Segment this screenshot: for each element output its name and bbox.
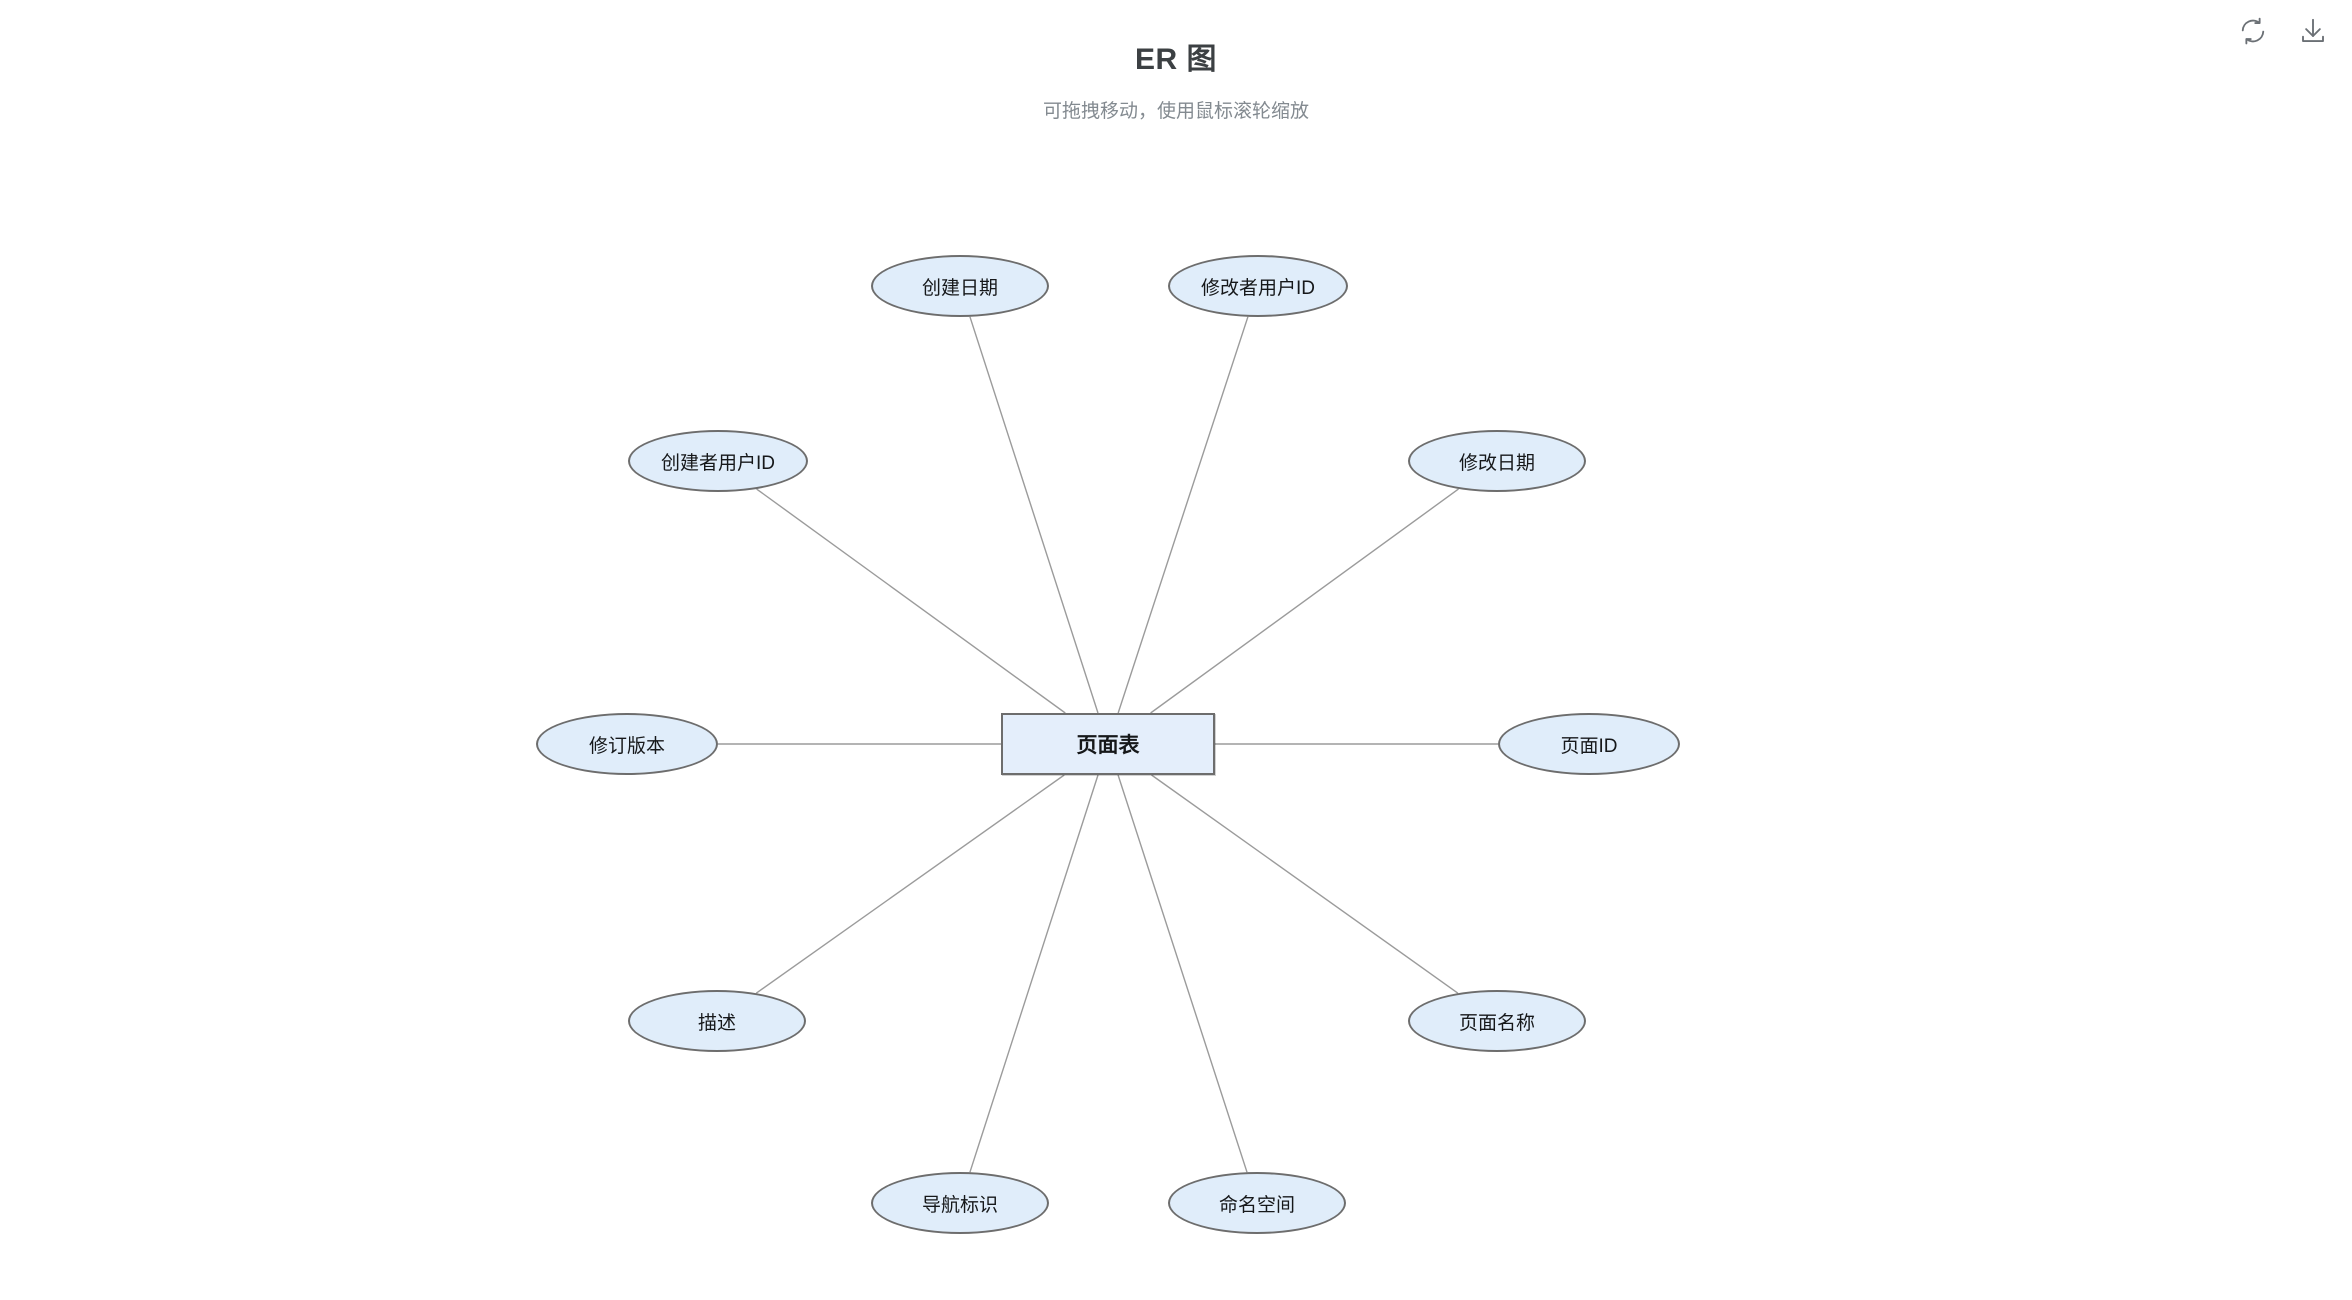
attribute-node-label: 创建者用户ID	[660, 452, 775, 474]
attribute-node[interactable]: 页面ID	[1498, 713, 1680, 775]
attribute-node[interactable]: 导航标识	[871, 1172, 1049, 1234]
attribute-node-label: 导航标识	[921, 1194, 998, 1216]
refresh-icon	[2238, 16, 2268, 46]
reset-view-button[interactable]	[2236, 14, 2270, 48]
er-edge	[755, 774, 1065, 994]
attribute-node[interactable]: 命名空间	[1168, 1172, 1346, 1234]
entity-node[interactable]: 页面表	[1001, 713, 1215, 775]
attribute-node[interactable]: 描述	[628, 990, 806, 1052]
er-edge	[1151, 774, 1459, 994]
toolbar	[2236, 14, 2330, 48]
download-icon	[2298, 16, 2328, 46]
attribute-node-label: 页面ID	[1560, 735, 1618, 757]
attribute-node[interactable]: 修改者用户ID	[1168, 255, 1348, 317]
download-button[interactable]	[2296, 14, 2330, 48]
er-edge	[1150, 488, 1459, 714]
attribute-node[interactable]: 页面名称	[1408, 990, 1586, 1052]
er-edge	[969, 316, 1099, 714]
er-edge	[1117, 316, 1249, 714]
attribute-node-label: 修订版本	[588, 735, 665, 757]
er-edge	[969, 774, 1099, 1173]
entity-node-label: 页面表	[1076, 734, 1140, 757]
attribute-node-label: 创建日期	[921, 277, 998, 299]
attribute-node[interactable]: 修改日期	[1408, 430, 1586, 492]
er-edge	[1117, 774, 1248, 1173]
attribute-node-label: 修改者用户ID	[1200, 277, 1315, 299]
attribute-node-label: 修改日期	[1458, 452, 1535, 474]
er-edge	[756, 488, 1066, 714]
attribute-node[interactable]: 创建日期	[871, 255, 1049, 317]
attribute-node[interactable]: 创建者用户ID	[628, 430, 808, 492]
attribute-node-label: 页面名称	[1458, 1012, 1535, 1034]
attribute-node-label: 描述	[697, 1012, 736, 1034]
attribute-node-label: 命名空间	[1218, 1194, 1295, 1216]
attribute-node[interactable]: 修订版本	[536, 713, 718, 775]
